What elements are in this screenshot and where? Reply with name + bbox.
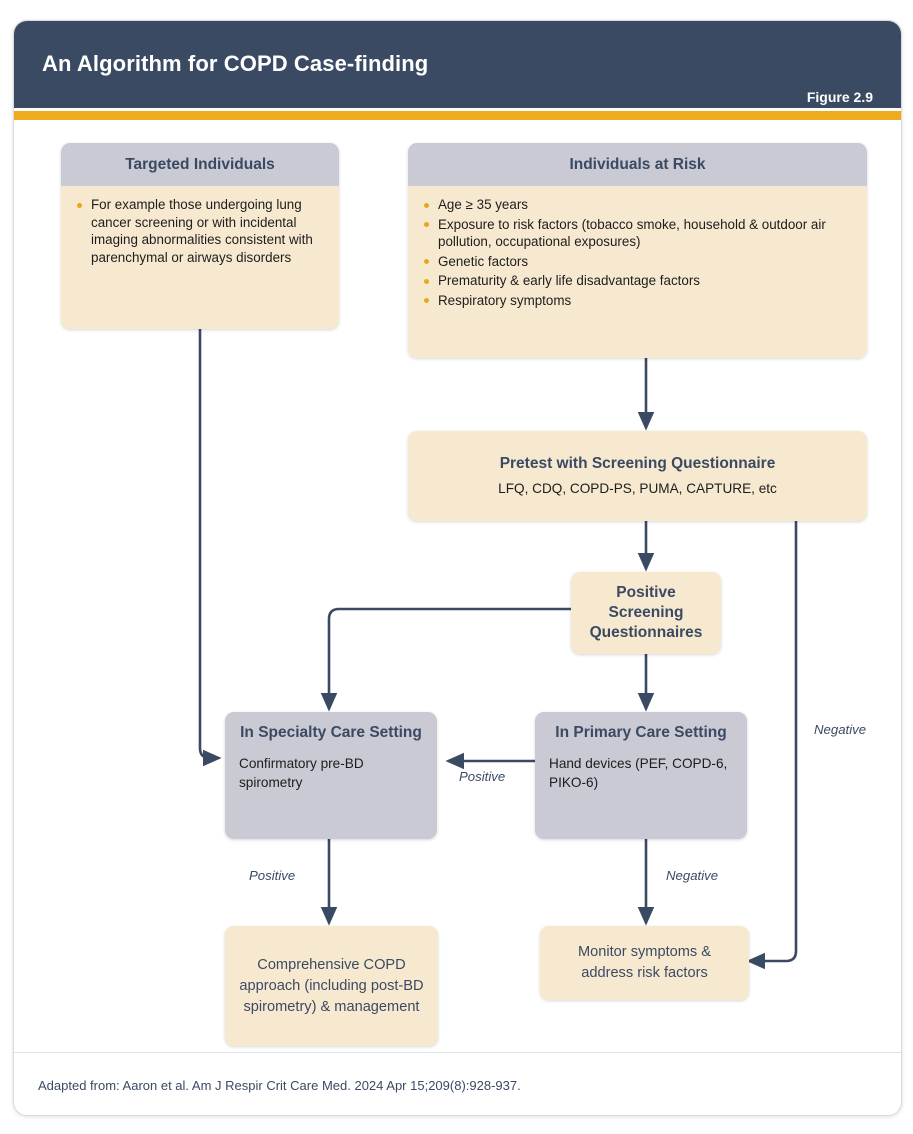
targeted-bullet-list: For example those undergoing lung cancer… [75, 196, 325, 266]
edge-label-primary-to-specialty: Positive [459, 769, 506, 784]
box-pretest-title: Pretest with Screening Questionnaire [499, 455, 776, 472]
box-individuals-at-risk: Individuals at Risk Age ≥ 35 years Expos… [408, 143, 867, 358]
list-item: Age ≥ 35 years [422, 196, 853, 214]
box-primary-title: In Primary Care Setting [555, 724, 727, 741]
edge-pretest-to-monitor [746, 521, 798, 970]
box-monitor-symptoms: Monitor symptoms & address risk factors [540, 926, 749, 1000]
edge-targeted-to-specialty [198, 329, 222, 767]
figure-number: Figure 2.9 [806, 89, 873, 105]
box-atrisk-body: Age ≥ 35 years Exposure to risk factors … [408, 186, 867, 358]
list-item: Respiratory symptoms [422, 292, 853, 310]
box-monitor-text: Monitor symptoms & address risk factors [578, 944, 711, 981]
box-primary-care: In Primary Care Setting Hand devices (PE… [535, 712, 747, 839]
atrisk-bullet-list: Age ≥ 35 years Exposure to risk factors … [422, 196, 853, 309]
box-targeted-title: Targeted Individuals [61, 143, 339, 186]
box-comprehensive-text: Comprehensive COPD approach (including p… [239, 956, 424, 1015]
edge-label-pretest-to-monitor: Negative [814, 722, 867, 737]
figure-card: An Algorithm for COPD Case-finding Figur… [13, 20, 902, 1116]
box-primary-body: Hand devices (PEF, COPD-6, PIKO-6) [549, 756, 728, 790]
box-comprehensive-copd: Comprehensive COPD approach (including p… [225, 926, 438, 1046]
box-specialty-title: In Specialty Care Setting [240, 724, 422, 741]
edge-label-primary-to-monitor: Negative [666, 868, 719, 883]
list-item: Prematurity & early life disadvantage fa… [422, 272, 853, 290]
box-specialty-care: In Specialty Care Setting Confirmatory p… [225, 712, 437, 839]
connector-layer [198, 329, 798, 970]
box-targeted-individuals: Targeted Individuals For example those u… [61, 143, 339, 329]
edge-label-specialty-to-comprehensive: Positive [249, 868, 296, 883]
box-targeted-body: For example those undergoing lung cancer… [61, 186, 339, 329]
box-positive-screening: Positive Screening Questionnaires [571, 572, 721, 654]
page-title: An Algorithm for COPD Case-finding [42, 51, 429, 76]
box-positive-title: Positive Screening Questionnaires [589, 584, 703, 641]
list-item: For example those undergoing lung cancer… [75, 196, 325, 266]
footer-citation: Adapted from: Aaron et al. Am J Respir C… [38, 1078, 521, 1093]
footer-divider [14, 1052, 901, 1053]
box-atrisk-title: Individuals at Risk [408, 143, 867, 186]
box-pretest-questionnaire: Pretest with Screening Questionnaire LFQ… [408, 431, 867, 521]
box-specialty-body: Confirmatory pre-BD spirometry [239, 756, 364, 790]
box-pretest-subtitle: LFQ, CDQ, COPD-PS, PUMA, CAPTURE, etc [498, 481, 777, 496]
list-item: Genetic factors [422, 253, 853, 271]
accent-bar [14, 111, 901, 120]
figure-header: An Algorithm for COPD Case-finding Figur… [14, 21, 901, 108]
edge-positive-to-specialty [320, 607, 571, 712]
list-item: Exposure to risk factors (tobacco smoke,… [422, 216, 853, 251]
